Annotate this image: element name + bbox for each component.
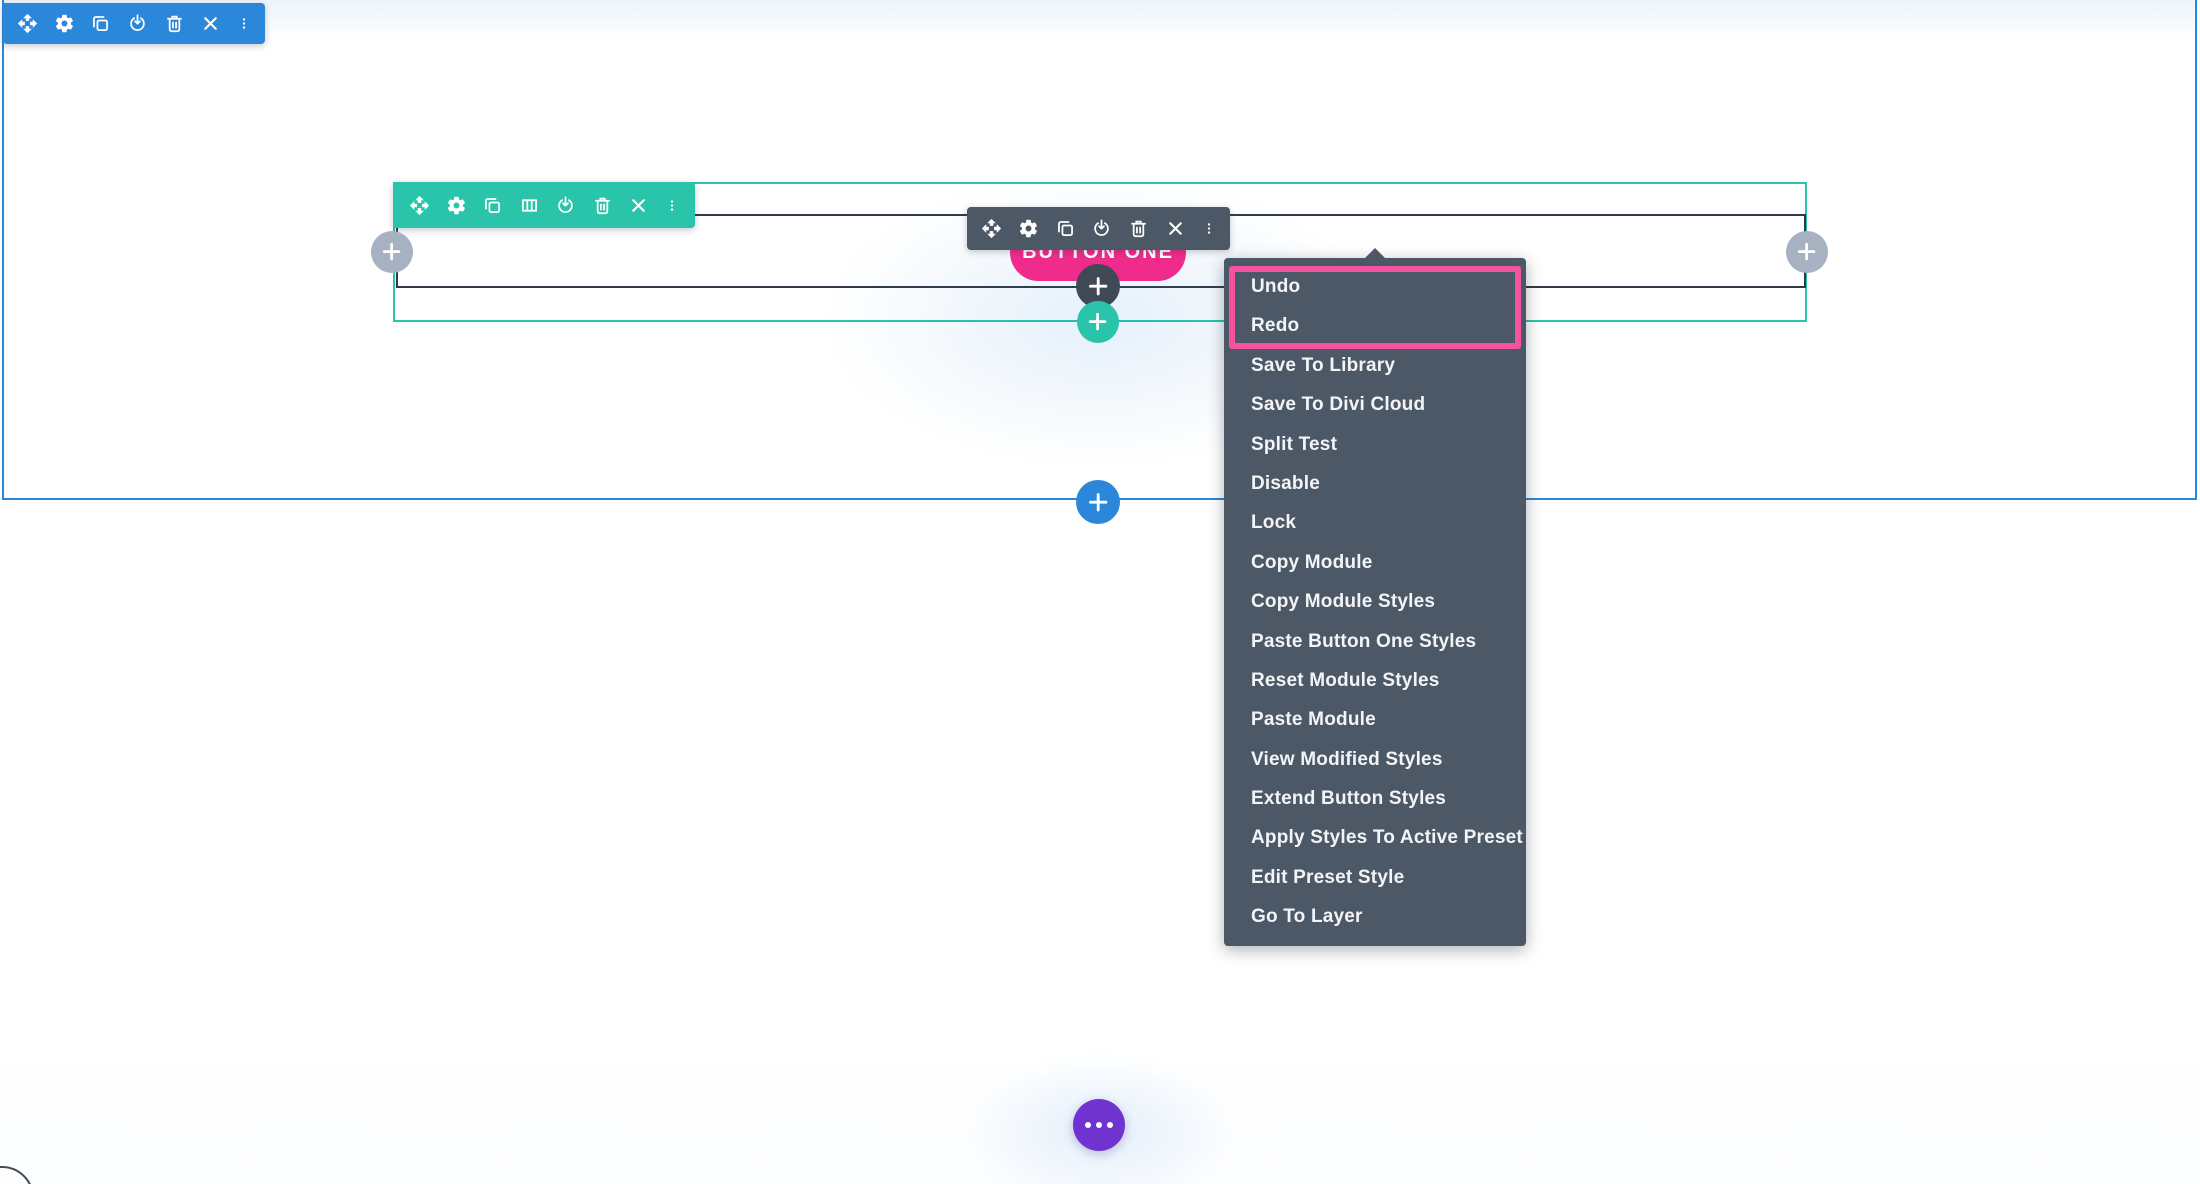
- settings-icon[interactable]: [1018, 218, 1039, 239]
- menu-item-paste-button-one-styles[interactable]: Paste Button One Styles: [1251, 630, 1477, 652]
- menu-item-lock[interactable]: Lock: [1251, 512, 1297, 534]
- settings-icon[interactable]: [446, 195, 467, 216]
- row-toolbar: [393, 182, 695, 228]
- menu-item-paste-module[interactable]: Paste Module: [1251, 709, 1376, 731]
- add-row-button[interactable]: [1077, 301, 1119, 343]
- menu-item-split-test[interactable]: Split Test: [1251, 433, 1338, 455]
- delete-icon[interactable]: [592, 195, 613, 216]
- menu-item-edit-preset-style[interactable]: Edit Preset Style: [1251, 866, 1405, 888]
- add-section-button[interactable]: [1076, 480, 1120, 524]
- save-icon[interactable]: [555, 195, 576, 216]
- more-icon[interactable]: [1202, 218, 1216, 239]
- menu-item-copy-module-styles[interactable]: Copy Module Styles: [1251, 591, 1436, 613]
- duplicate-icon[interactable]: [482, 195, 503, 216]
- more-icon[interactable]: [665, 195, 679, 216]
- corner-partial-button[interactable]: [0, 1166, 34, 1184]
- menu-item-redo[interactable]: Redo: [1251, 315, 1300, 337]
- menu-item-apply-styles-to-active-preset[interactable]: Apply Styles To Active Preset: [1251, 827, 1523, 849]
- plus-icon: [1085, 489, 1111, 515]
- duplicate-icon[interactable]: [1055, 218, 1076, 239]
- context-menu: Undo Redo Save To Library Save To Divi C…: [1224, 248, 1526, 946]
- plus-icon: [1085, 273, 1111, 299]
- menu-item-copy-module[interactable]: Copy Module: [1251, 551, 1373, 573]
- plus-icon: [1794, 239, 1819, 264]
- context-menu-list: Undo Redo Save To Library Save To Divi C…: [1224, 258, 1526, 946]
- close-icon[interactable]: [628, 195, 649, 216]
- add-column-left-button[interactable]: [371, 231, 413, 273]
- add-column-right-button[interactable]: [1786, 231, 1828, 273]
- plus-icon: [1085, 309, 1110, 334]
- settings-icon[interactable]: [54, 13, 75, 34]
- close-icon[interactable]: [1165, 218, 1186, 239]
- save-icon[interactable]: [1091, 218, 1112, 239]
- save-icon[interactable]: [127, 13, 148, 34]
- menu-item-undo[interactable]: Undo: [1251, 276, 1301, 297]
- move-icon[interactable]: [17, 13, 38, 34]
- menu-item-save-to-library[interactable]: Save To Library: [1251, 354, 1396, 376]
- add-module-button[interactable]: [1076, 264, 1120, 308]
- ellipsis-icon: [1085, 1122, 1113, 1128]
- menu-item-save-to-divi-cloud[interactable]: Save To Divi Cloud: [1251, 394, 1426, 416]
- module-toolbar: [967, 207, 1230, 250]
- duplicate-icon[interactable]: [90, 13, 111, 34]
- move-icon[interactable]: [409, 195, 430, 216]
- menu-item-go-to-layer[interactable]: Go To Layer: [1251, 906, 1363, 928]
- page-settings-button[interactable]: [1073, 1099, 1125, 1151]
- menu-item-disable[interactable]: Disable: [1251, 472, 1320, 494]
- section-toolbar: [3, 3, 265, 44]
- delete-icon[interactable]: [1128, 218, 1149, 239]
- more-icon[interactable]: [237, 13, 251, 34]
- columns-icon[interactable]: [519, 195, 540, 216]
- move-icon[interactable]: [981, 218, 1002, 239]
- close-icon[interactable]: [200, 13, 221, 34]
- menu-item-reset-module-styles[interactable]: Reset Module Styles: [1251, 669, 1440, 691]
- menu-item-view-modified-styles[interactable]: View Modified Styles: [1251, 748, 1443, 770]
- menu-item-extend-button-styles[interactable]: Extend Button Styles: [1251, 788, 1447, 810]
- menu-arrow-icon: [1364, 248, 1386, 259]
- plus-icon: [379, 239, 404, 264]
- delete-icon[interactable]: [164, 13, 185, 34]
